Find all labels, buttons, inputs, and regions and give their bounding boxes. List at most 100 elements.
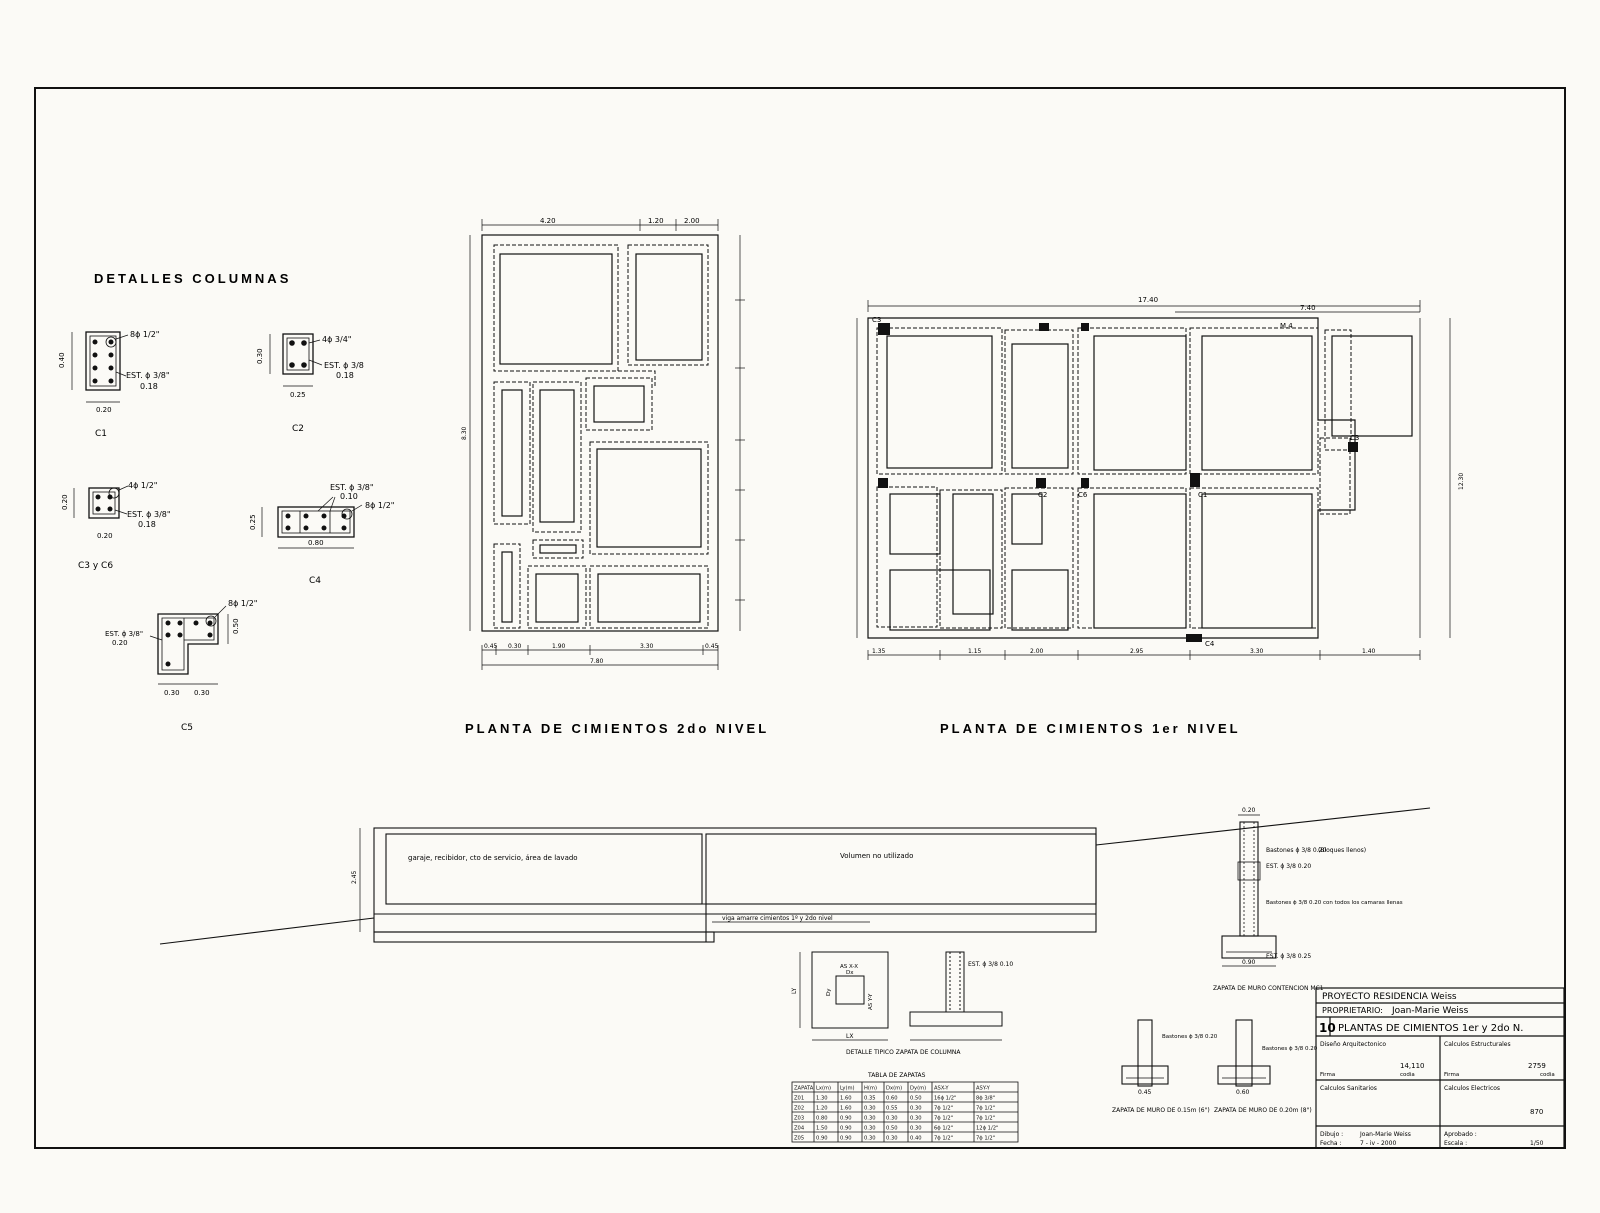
sheet-border [34,87,1566,1149]
c5-bar-label: 8ϕ 1/2" [228,599,257,608]
plan2-dim-bottom-5: 0.45 [705,643,719,650]
table-cell: Z03 [794,1116,804,1122]
small-wall-2-caption: ZAPATA DE MURO DE 0.20m (8") [1214,1107,1312,1114]
plan1-dim-total: 17.40 [1138,296,1158,304]
wall-mc1-note-5: Bastones ϕ 3/8 0.20 con todos los camara… [1266,900,1403,906]
table-cell: 0.30 [864,1126,876,1132]
title-sublabel-1: Firma [1320,1072,1335,1078]
title-code-1: 14,110 [1400,1062,1425,1070]
plan2-dim-left: 8.30 [461,426,468,440]
wall-mc1-note-2: (Bloques llenos) [1318,847,1366,854]
section-note-garage: garaje, recibidor, cto de servicio, área… [408,854,578,862]
table-cell: 7ϕ 1/2" [934,1136,953,1142]
plan1-dim-top-right: 7.40 [1300,304,1316,312]
table-cell: 0.35 [864,1096,876,1102]
title-cell-3: Calculos Sanitarios [1320,1085,1377,1092]
table-header-cell: ASX-Y [934,1086,949,1092]
title-sheet-title: PLANTAS DE CIMIENTOS 1er y 2do N. [1338,1023,1523,1034]
table-cell: 1.30 [816,1096,828,1102]
footing-label-dy: Dy [826,988,832,996]
plan1-dim-right: 12.30 [1458,473,1465,490]
table-cell: 1.20 [816,1106,828,1112]
foundation-plan-level-2 [469,219,745,670]
wall-footing-detail-mc1 [1221,814,1277,967]
table-cell: 1.50 [816,1126,828,1132]
c5-dim-w2: 0.30 [194,689,210,697]
wall-mc1-caption: ZAPATA DE MURO CONTENCION MC1 [1213,985,1324,992]
table-cell: 0.90 [840,1126,852,1132]
table-cell: 0.30 [886,1116,898,1122]
column-detail-c1 [71,331,129,403]
plan1-dim-bottom-1: 1.35 [872,648,886,655]
plan1-dim-bottom-2: 1.15 [968,648,982,655]
plan1-dim-bottom-6: 1.40 [1362,648,1376,655]
details-title: DETALLES COLUMNAS [94,271,291,286]
plan2-dim-top-2: 1.20 [648,217,664,225]
title-sublabel-2: codia [1400,1072,1415,1078]
table-cell: 7ϕ 1/2" [934,1116,953,1122]
c3-bar-label: 4ϕ 1/2" [128,481,157,490]
table-cell: Z04 [794,1126,805,1132]
c1-bar-label: 8ϕ 1/2" [130,330,159,339]
small-wall-1-note: Bastones ϕ 3/8 0.20 [1162,1034,1218,1040]
table-header-cell: H(m) [864,1086,877,1092]
plan2-dim-bottom-2: 0.30 [508,643,522,650]
column-detail-c4 [261,496,363,549]
c1-dim-w: 0.20 [96,406,112,414]
footing-label-lx: LX [846,1033,853,1040]
footing-caption: DETALLE TIPICO ZAPATA DE COLUMNA [846,1049,961,1056]
plan1-col-label-4: C1 [1198,491,1207,499]
plan2-dim-top-3: 2.00 [684,217,700,225]
c2-bar-label: 4ϕ 3/4" [322,335,351,344]
c5-dim-h: 0.50 [232,618,240,634]
plan1-col-label-5: C4 [1205,640,1215,648]
table-cell: 1.60 [840,1106,852,1112]
title-sublabel-3: Firma [1444,1072,1459,1078]
typical-column-footing-detail [799,951,1003,1041]
footing-label-asx: AS X-X [840,964,858,970]
table-cell: 0.30 [910,1106,922,1112]
title-owner: Joan-Marie Weiss [1391,1006,1469,1016]
table-cell: 0.60 [886,1096,898,1102]
title-drawn-label: Dibujo : [1320,1131,1343,1138]
c3-dim-h: 0.20 [61,494,69,510]
c3-stirrup-label: EST. ϕ 3/8" [127,510,171,519]
c2-stirrup-label: EST. ϕ 3/8 [324,361,364,370]
title-cell-2: Calculos Estructurales [1444,1041,1511,1048]
table-cell: 6ϕ 1/2" [934,1126,953,1132]
wall-mc1-bottom-dim: 0.90 [1242,959,1256,966]
wall-footing-details-small [1121,1019,1271,1087]
wall-mc1-note-3: EST. ϕ 3/8 0.20 [1266,863,1311,870]
table-cell: 0.55 [886,1106,898,1112]
table-cell: 8ϕ 3/8" [976,1096,995,1102]
c1-spacing-label: 0.18 [140,382,158,391]
title-scale-label: Escala : [1444,1140,1467,1147]
title-code-2: 2759 [1528,1062,1546,1070]
table-cell: Z02 [794,1106,804,1112]
plan2-dim-total: 7.80 [590,658,604,665]
column-detail-c5 [149,605,229,685]
title-date: 7 - iv - 2000 [1360,1140,1396,1147]
table-cell: 7ϕ 1/2" [934,1106,953,1112]
c4-dim-h: 0.25 [249,514,257,530]
small-wall-1-caption: ZAPATA DE MURO DE 0.15m (6") [1112,1107,1210,1114]
c4-stirrup-label: EST. ϕ 3/8" [330,483,374,492]
c1-dim-h: 0.40 [58,352,66,368]
plan1-col-label-3: C6 [1078,491,1088,499]
section-dim-height: 2.45 [351,870,358,884]
plan1-col-label-2: C2 [1038,491,1047,499]
table-cell: 0.30 [864,1106,876,1112]
plan1-title: PLANTA DE CIMIENTOS 1er NIVEL [940,721,1241,736]
section-note-beam: viga amarre cimientos 1º y 2do nivel [722,915,833,922]
c5-name: C5 [181,723,193,733]
small-wall-2-note: Bastones ϕ 3/8 0.20 [1262,1046,1318,1052]
title-drawn-by: Joan-Marie Weiss [1359,1131,1411,1138]
table-header-cell: Ly(m) [840,1086,855,1092]
small-wall-2-dim: 0.60 [1236,1089,1250,1096]
table-cell: 0.90 [840,1136,852,1142]
foundation-section [159,807,1431,945]
table-cell: 16ϕ 1/2" [934,1096,956,1102]
c4-name: C4 [309,576,321,586]
